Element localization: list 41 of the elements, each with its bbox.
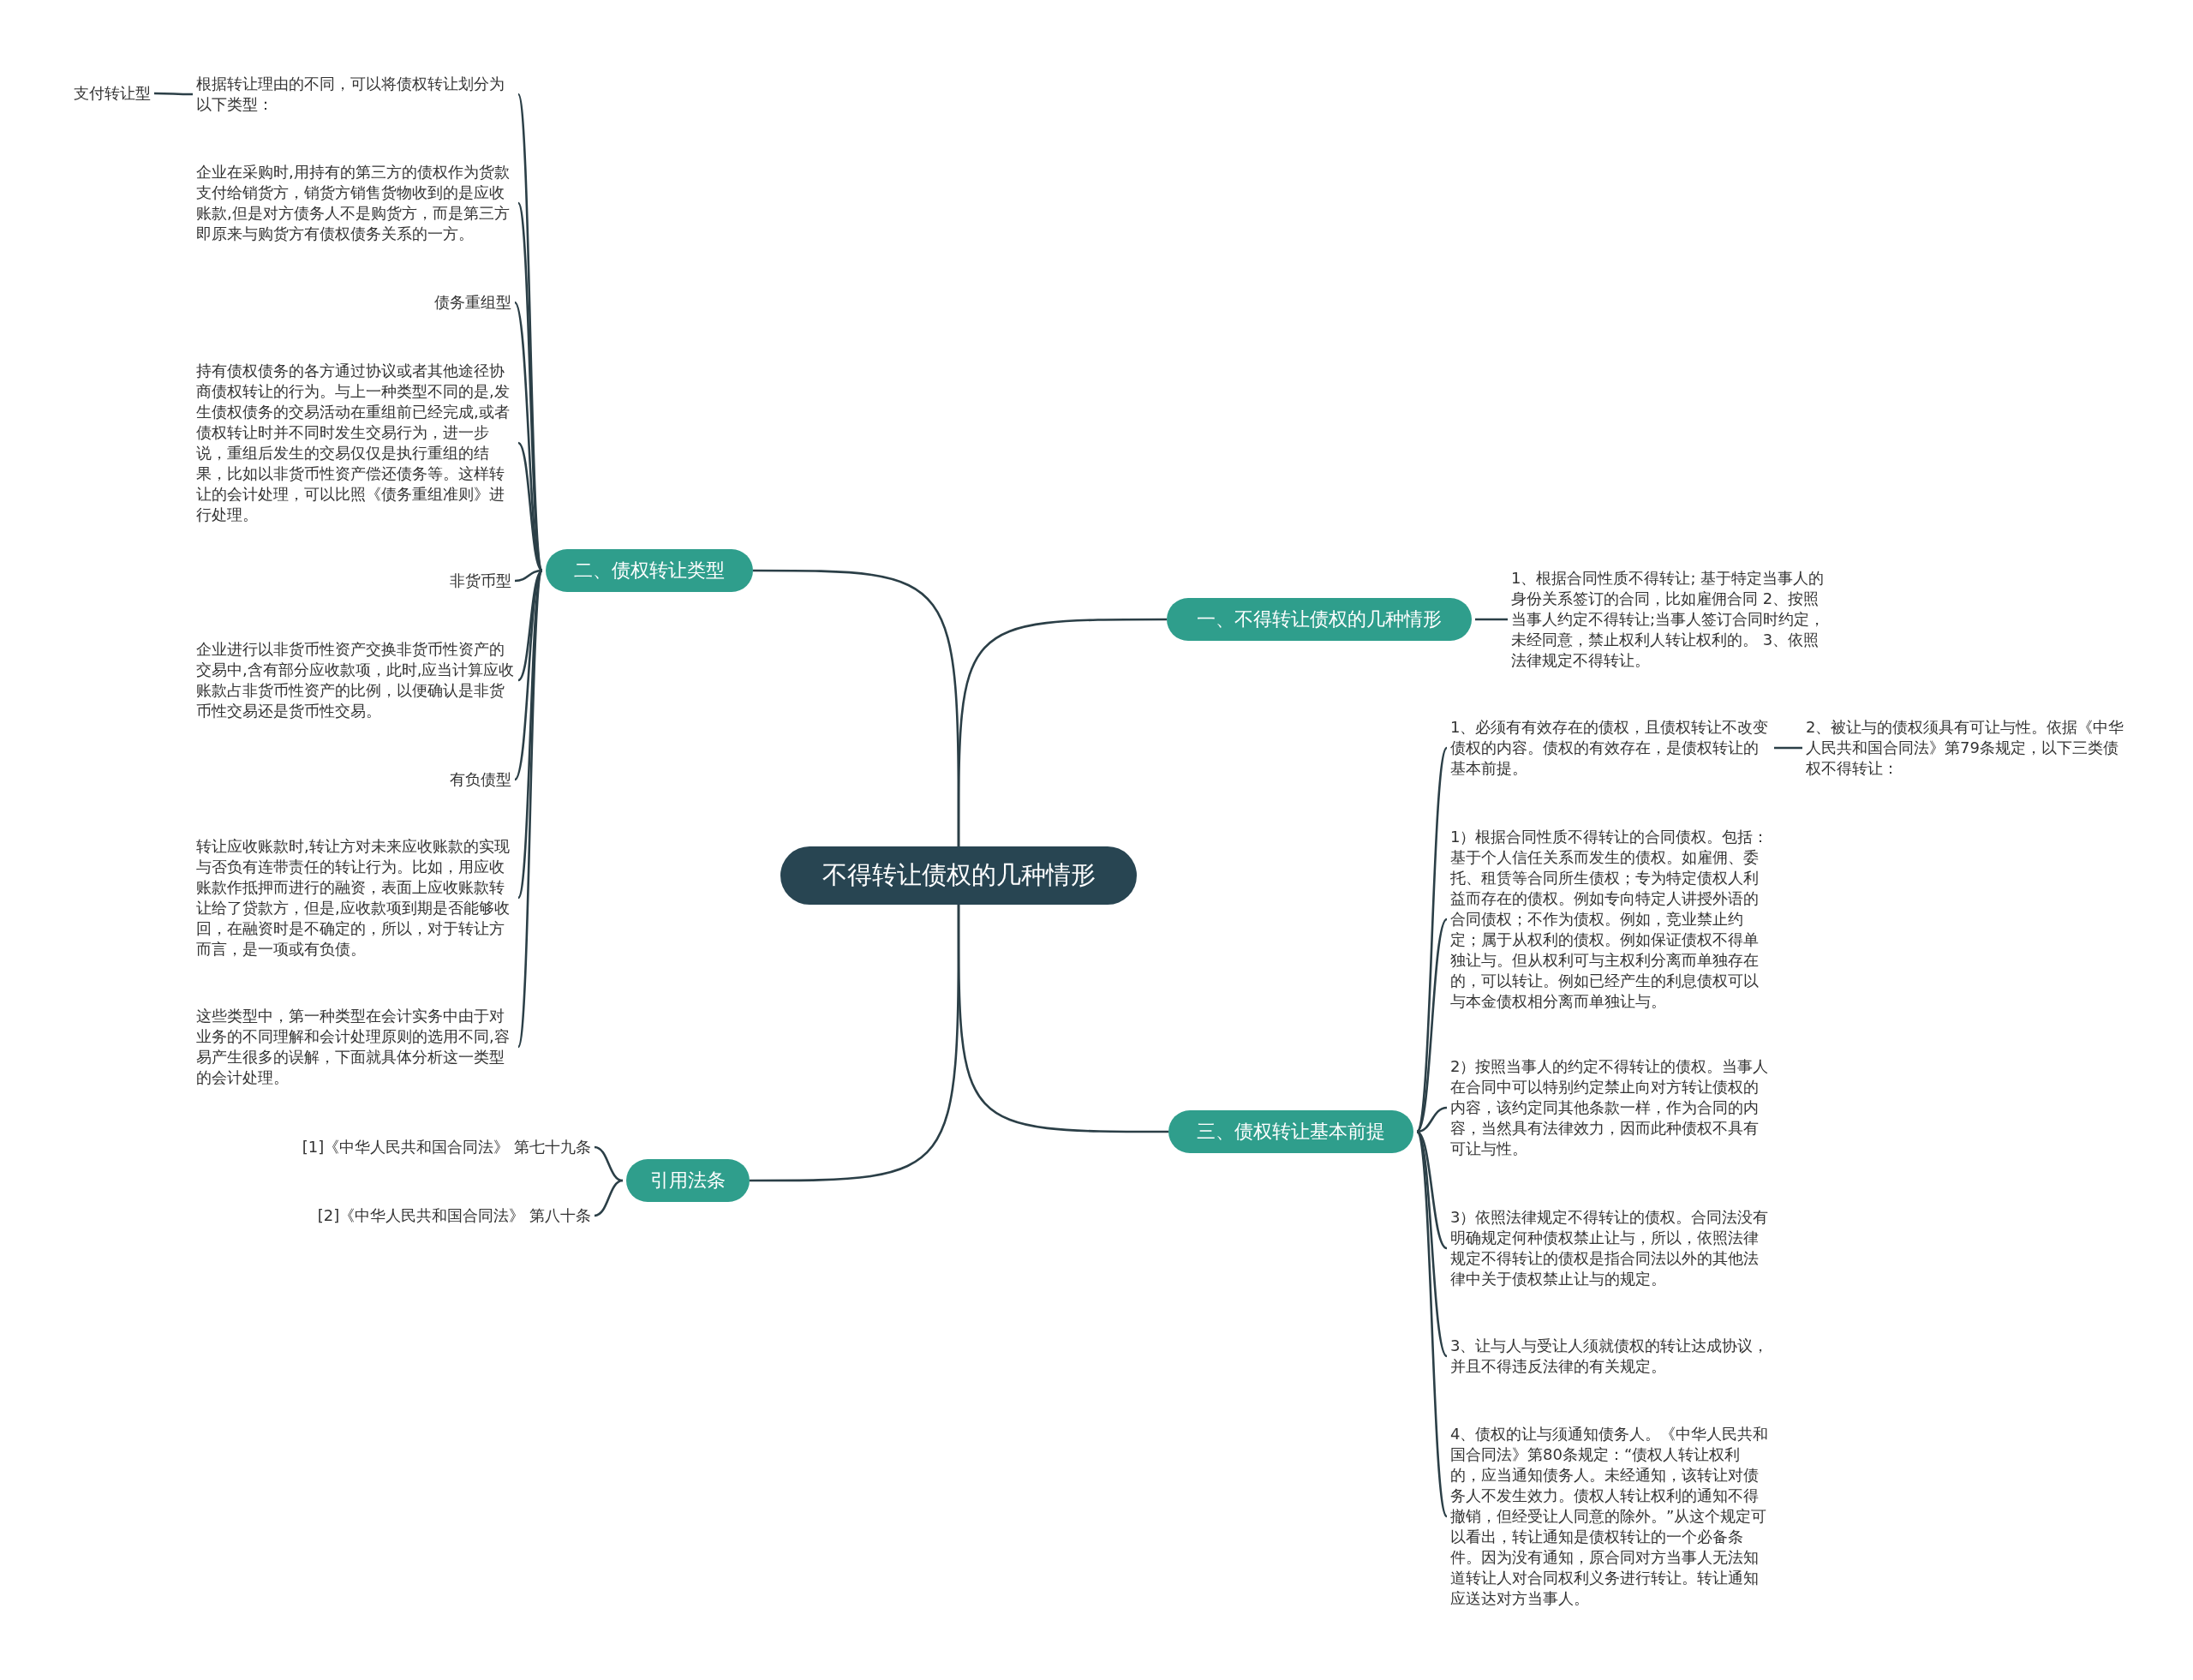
branch-topic: 一、不得转让债权的几种情形 xyxy=(1167,598,1472,641)
note-text: 2、被让与的债权须具有可让与性。依据《中华人民共和国合同法》第79条规定，以下三类债权不得转让： xyxy=(1806,717,2128,779)
note-text: 企业进行以非货币性资产交换非货币性资产的交易中,含有部分应收款项，此时,应当计算应收账款占非货币性资产的比例，以便确认是非货币性交易还是货币性交易。 xyxy=(196,639,515,721)
connector-line xyxy=(514,569,543,583)
connector-line xyxy=(753,569,960,846)
connector-line xyxy=(1774,746,1802,750)
note-text: 3、让与人与受让人须就债权的转让达成协议，并且不得违反法律的有关规定。 xyxy=(1450,1336,1771,1377)
connector-line xyxy=(1415,1131,1449,1517)
note-text: 这些类型中，第一种类型在会计实务中由于对业务的不同理解和会计处理原则的选用不同,容易产生很多的误解，下面就具体分析这一类型的会计处理。 xyxy=(196,1006,515,1088)
branch-topic: 引用法条 xyxy=(626,1159,750,1202)
note-text: 持有债权债务的各方通过协议或者其他途径协商债权转让的行为。与上一种类型不同的是,发生债权债务的交易活动在重组前已经完成,或者债权转让时并不同时发生交易行为，进一步说，重组后发生的交易仅仅是执行重组的结果，比如以非货币性资产偿还债务等。这样转让的会计处理，可以比照《债务重组准则》进行处理。 xyxy=(196,361,515,525)
connector-line xyxy=(513,570,544,780)
note-text: 转让应收账款时,转让方对未来应收账款的实现与否负有连带责任的转让行为。比如，用应收账款作抵押而进行的融资，表面上应收账款转让给了贷款方，但是,应收款项到期是否能够收回，在融资时是不确定的，所以，对于转让方而言，是一项或有负债。 xyxy=(196,836,515,960)
connector-line xyxy=(517,570,544,1048)
connector-line xyxy=(1475,618,1508,621)
note-text: 1、必须有有效存在的债权，且债权转让不改变债权的内容。债权的有效存在，是债权转让的基本前提。 xyxy=(1450,717,1771,779)
note-text: 1、根据合同性质不得转让; 基于特定当事人的身份关系签订的合同，比如雇佣合同 2、按照当事人约定不得转让;当事人签订合同时约定，未经同意，禁止权利人转让权利的。 3、依照法律规定不得转让。 xyxy=(1511,568,1830,671)
connector-line xyxy=(1416,1106,1448,1133)
connector-line xyxy=(594,1179,624,1217)
leaf-label: 支付转让型 xyxy=(74,83,151,104)
note-text: 企业在采购时,用持有的第三方的债权作为货款支付给销货方，销货方销售货物收到的是应收账款,但是对方债务人不是购货方，而是第三方即原来与购货方有债权债务关系的一方。 xyxy=(196,162,515,244)
connector-line xyxy=(517,442,543,571)
note-text: 根据转让理由的不同，可以将债权转让划分为以下类型： xyxy=(196,74,515,115)
note-text: 3）依照法律规定不得转让的债权。合同法没有明确规定何种债权禁止让与，所以，依照法律规定不得转让的债权是指合同法以外的其他法律中关于债权禁止让与的规定。 xyxy=(1450,1207,1771,1289)
leaf-label: 债务重组型 xyxy=(434,292,511,313)
connector-line xyxy=(594,1145,624,1182)
connector-line xyxy=(1415,747,1449,1133)
note-text: 2）按照当事人的约定不得转让的债权。当事人在合同中可以特别约定禁止向对方转让债权的内容，该约定同其他条款一样，作为合同的内容，当然具有法律效力，因而此种债权不具有可让与性。 xyxy=(1450,1056,1771,1159)
note-text: 4、债权的让与须通知债务人。《中华人民共和国合同法》第80条规定：“债权人转让权利的，应当通知债务人。未经通知，该转让对债务人不发生效力。债权人转让权利的通知不得撤销，但经受让人同意的除外。”从这个规定可以看出，转让通知是债权转让的一个必备条件。因为没有通知，原合同对方当事人无法知道转让人对合同权利义务进行转让。转让通知应送达对方当事人。 xyxy=(1450,1424,1771,1609)
connector-line xyxy=(957,905,1168,1133)
connector-line xyxy=(1416,918,1448,1133)
branch-topic: 二、债权转让类型 xyxy=(546,549,753,592)
leaf-label: [2]《中华人民共和国合同法》 第八十条 xyxy=(317,1205,591,1226)
connector-line xyxy=(154,92,193,96)
branch-topic: 三、债权转让基本前提 xyxy=(1168,1110,1413,1153)
note-text: 1）根据合同性质不得转让的合同债权。包括：基于个人信任关系而发生的债权。如雇佣、委托、租赁等合同所生债权；专为特定债权人利益而存在的债权。例如专向特定人讲授外语的合同债权；不作为债权。例如，竞业禁止约定；属于从权利的债权。例如保证债权不得单独让与。但从权利可与主权利分离而单独存在的，可以转让。例如已经产生的利息债权可以与本金债权相分离而单独让与。 xyxy=(1450,827,1771,1012)
leaf-label: 有负债型 xyxy=(450,769,511,790)
leaf-label: [1]《中华人民共和国合同法》 第七十九条 xyxy=(302,1137,591,1157)
central-topic: 不得转让债权的几种情形 xyxy=(780,846,1137,905)
connector-line xyxy=(513,302,544,571)
leaf-label: 非货币型 xyxy=(450,571,511,591)
